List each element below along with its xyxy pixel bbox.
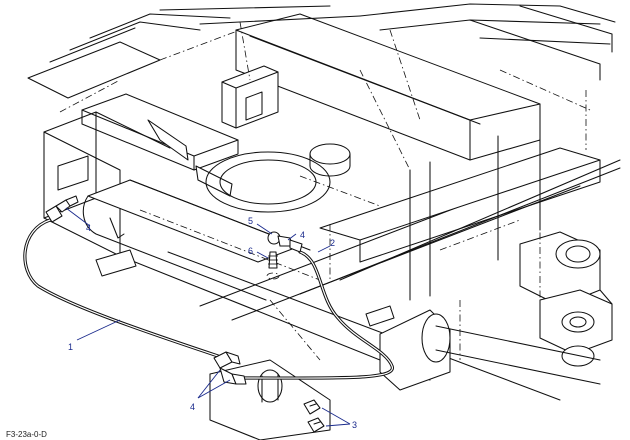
grease-nipple-6 bbox=[266, 251, 280, 280]
elbow-fitting-5 bbox=[267, 231, 303, 253]
figure-code: F3-23a-0-D bbox=[6, 430, 47, 439]
callout-labels: 1 2 3 4 4 4 5 6 bbox=[68, 216, 357, 430]
callout-1: 1 bbox=[68, 342, 73, 352]
callout-3: 3 bbox=[352, 420, 357, 430]
callout-5: 5 bbox=[248, 216, 253, 226]
grease-hose-1 bbox=[23, 218, 220, 358]
callout-6: 6 bbox=[248, 246, 253, 256]
callout-4b: 4 bbox=[300, 230, 305, 240]
machine-frame-lineart bbox=[27, 3, 621, 440]
hidden-lines bbox=[59, 21, 591, 361]
callout-2: 2 bbox=[330, 238, 335, 248]
callout-4a: 4 bbox=[86, 223, 91, 233]
plug-fittings-3 bbox=[303, 399, 325, 433]
grease-hose-2 bbox=[242, 250, 394, 380]
adapter-fittings-lower bbox=[213, 351, 247, 385]
callout-leaders bbox=[65, 207, 351, 427]
callout-4c: 4 bbox=[190, 402, 195, 412]
adapter-fitting-left bbox=[45, 195, 79, 223]
